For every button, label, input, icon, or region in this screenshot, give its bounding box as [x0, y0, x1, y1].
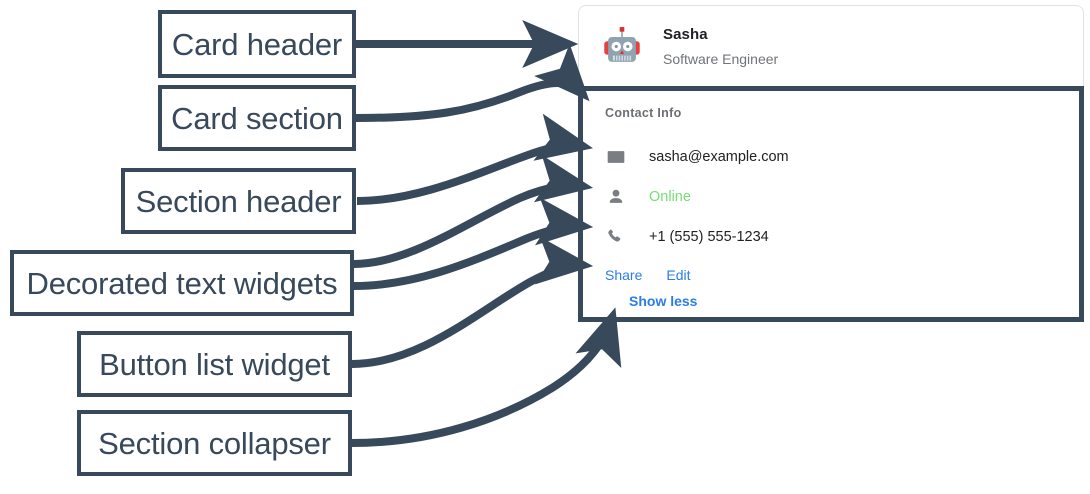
- card-section-content: Contact Info sasha@example.com: [583, 91, 1079, 317]
- card-section: Contact Info sasha@example.com: [578, 86, 1084, 322]
- status-value: Online: [649, 189, 691, 205]
- share-button[interactable]: Share: [605, 267, 643, 283]
- card-header-texts: Sasha Software Engineer: [663, 25, 778, 69]
- annotation-box-button-list-widget: Button list widget: [77, 331, 352, 397]
- annotation-label: Card header: [171, 26, 343, 62]
- annotation-label: Section header: [135, 183, 342, 219]
- annotation-label: Section collapser: [98, 425, 331, 461]
- robot-avatar-icon: [604, 26, 640, 62]
- card-subtitle: Software Engineer: [663, 50, 779, 67]
- show-less-button[interactable]: Show less: [629, 293, 698, 309]
- card-title: Sasha: [663, 25, 708, 43]
- phone-icon: [605, 226, 627, 248]
- button-list-widget: Share Edit: [593, 257, 1079, 293]
- arrow-decorated-2: [353, 197, 594, 290]
- email-value: sasha@example.com: [649, 149, 789, 165]
- decorated-text-widget-phone: +1 (555) 555-1234: [605, 217, 1079, 257]
- arrow-decorated-1: [353, 154, 594, 268]
- person-icon: [605, 186, 627, 208]
- arrow-section-collapser: [351, 307, 622, 447]
- card-header: Sasha Software Engineer: [579, 6, 1083, 87]
- annotation-box-section-header: Section header: [121, 168, 356, 234]
- section-header: Contact Info: [605, 106, 682, 120]
- arrow-card-section: [355, 43, 590, 122]
- annotation-label: Decorated text widgets: [26, 265, 338, 301]
- phone-value: +1 (555) 555-1234: [649, 229, 769, 245]
- section-collapser: Show less: [629, 291, 1079, 311]
- decorated-text-widget-status: Online: [605, 177, 1079, 217]
- arrow-section-header: [356, 113, 593, 205]
- annotation-box-card-section: Card section: [158, 85, 356, 151]
- arrow-button-list: [351, 236, 594, 368]
- decorated-text-widget-email: sasha@example.com: [605, 137, 1079, 177]
- annotation-box-decorated-text-widgets: Decorated text widgets: [10, 250, 354, 316]
- annotation-box-section-collapser: Section collapser: [77, 410, 352, 476]
- email-icon: [605, 146, 627, 168]
- annotation-label: Button list widget: [99, 346, 330, 382]
- annotation-box-card-header: Card header: [158, 10, 356, 78]
- annotation-label: Card section: [171, 100, 343, 136]
- edit-button[interactable]: Edit: [666, 267, 691, 283]
